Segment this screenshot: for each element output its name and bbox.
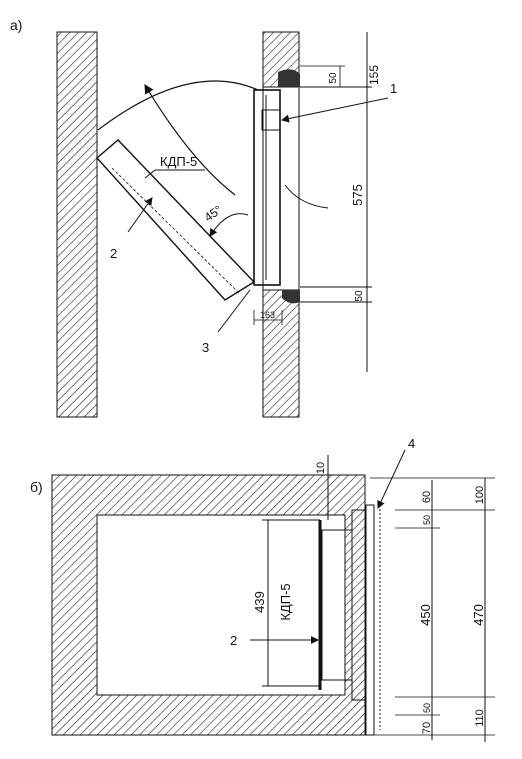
view-a-label: а) bbox=[10, 17, 22, 33]
dim-10: 10 bbox=[315, 462, 327, 474]
dim-70: 70 bbox=[421, 722, 433, 734]
top-seal bbox=[278, 69, 300, 87]
damper-blade-open bbox=[95, 139, 256, 301]
airflow-arrow bbox=[144, 83, 236, 196]
dim-439: 439 bbox=[252, 591, 267, 613]
dim-155: 155 bbox=[367, 65, 381, 85]
dim-575: 575 bbox=[350, 184, 365, 206]
wall-section bbox=[51, 474, 366, 736]
airflow-curve bbox=[97, 80, 259, 131]
view-b-component-label: КДП-5 bbox=[278, 583, 293, 620]
dim-50-bottom: 50 bbox=[422, 703, 432, 713]
view-a: а) 45° КДП-5 2 3 bbox=[10, 17, 397, 418]
dim-50-bottom: 50 bbox=[354, 290, 365, 302]
view-a-callout-3: 3 bbox=[202, 340, 209, 355]
view-b: б) 439 КДП-5 2 10 4 60 bbox=[30, 436, 495, 742]
dim-100: 100 bbox=[474, 486, 486, 504]
view-a-callout-1: 1 bbox=[390, 81, 397, 96]
dim-470: 470 bbox=[471, 604, 486, 626]
view-a-callout-2: 2 bbox=[110, 246, 117, 261]
bottom-seal bbox=[282, 290, 300, 304]
angle-label: 45° bbox=[202, 202, 225, 224]
view-a-component-label: КДП-5 bbox=[160, 154, 197, 169]
dim-60: 60 bbox=[421, 491, 433, 503]
dim-50-top: 50 bbox=[422, 515, 432, 525]
angle-arc bbox=[209, 213, 249, 237]
right-wall-lower bbox=[262, 289, 300, 418]
dim-450: 450 bbox=[418, 604, 433, 626]
mounting-plate bbox=[365, 504, 375, 736]
left-wall bbox=[56, 31, 98, 418]
view-b-label: б) bbox=[30, 479, 43, 495]
dim-163: 163 bbox=[260, 310, 275, 320]
dim-110: 110 bbox=[474, 709, 486, 727]
valve-frame bbox=[253, 89, 281, 286]
view-b-callout-4: 4 bbox=[408, 436, 415, 451]
dim-50-top: 50 bbox=[328, 72, 339, 84]
view-b-callout-2: 2 bbox=[230, 633, 237, 648]
